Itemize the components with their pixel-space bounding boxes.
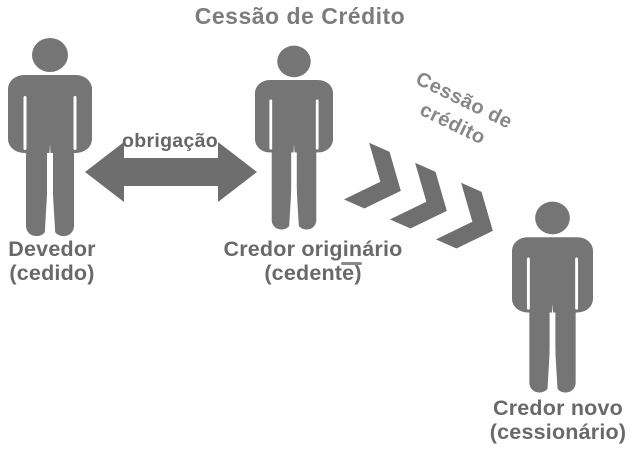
diagram-title: Cessão de Crédito [194,3,406,29]
person-icon-devedor [8,38,92,238]
credor-originario-name: Credor originário [223,237,403,261]
cession-label: Cessão de crédito [389,62,524,168]
obligation-label: obrigação [122,130,218,152]
credor-novo-role: (cessionário) [489,419,627,444]
credor-originario-label: Credor originário (cedente) [208,237,418,285]
stray-overline-mark [341,262,362,265]
person-icon-credor-originario [255,45,333,231]
chevron-right-icon [385,159,450,231]
credor-originario-role: (cedente) [264,260,362,285]
person-icon-credor-novo [512,201,593,394]
credor-novo-name: Credor novo [492,396,623,420]
credor-novo-label: Credor novo (cessionário) [475,396,633,444]
chevron-right-icon [339,139,404,211]
devedor-label: Devedor (cedido) [0,237,108,285]
chevron-right-icon [431,179,496,251]
devedor-role: (cedido) [9,260,95,285]
double-headed-arrow-icon [85,142,257,202]
devedor-name: Devedor [8,237,96,261]
